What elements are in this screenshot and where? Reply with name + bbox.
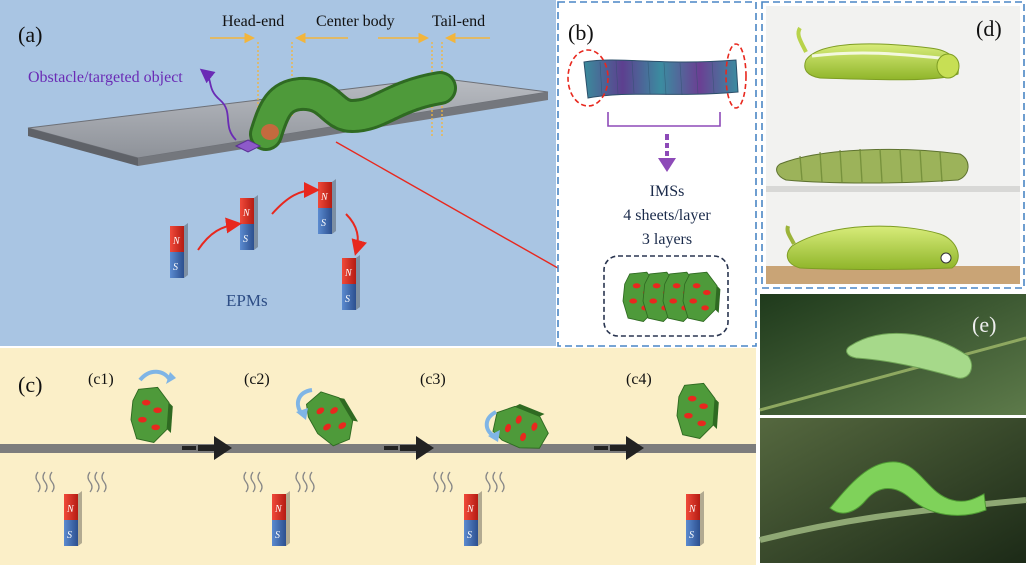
step-c3: (c3): [420, 371, 446, 388]
magnet-north-label: N: [274, 504, 283, 515]
magnet-south-label: S: [345, 294, 350, 305]
magnet-a3: N S: [318, 179, 336, 234]
panel-d-tag: (d): [976, 16, 1002, 41]
soft-robot-body: [249, 71, 457, 151]
caterpillar-photo-3: [766, 225, 1020, 284]
magnet-south-label: S: [689, 530, 694, 541]
magnet-a4: N S: [342, 255, 360, 310]
magnet-south-label: S: [275, 530, 280, 541]
label-imss: IMSs: [650, 183, 685, 200]
magnet-c1: N S: [64, 491, 82, 546]
track: [0, 444, 756, 453]
magnet-north-label: N: [688, 504, 697, 515]
panel-a-tag: (a): [18, 22, 42, 47]
magnet-south-label: S: [243, 234, 248, 245]
panel-b: (b) IMSs 4 sheets/layer 3 layers: [557, 1, 757, 347]
panel-e-tag: (e): [972, 312, 996, 337]
panel-c: (c) (c1) (c2) (c3) (c4): [0, 348, 756, 565]
magnet-c4: N S: [686, 491, 704, 546]
step-c2: (c2): [244, 371, 270, 388]
sheet-stack: [622, 271, 721, 322]
caterpillar-photo-4: [759, 332, 1027, 412]
magnet-north-label: N: [344, 268, 353, 279]
panel-b-tag: (b): [568, 20, 594, 45]
panel-e: (e): [759, 294, 1027, 563]
down-arrow: [658, 134, 676, 172]
label-tail-end: Tail-end: [432, 13, 485, 30]
panel-a: (a) Head-end Center body Tail-end Obstac…: [0, 0, 589, 346]
caterpillar-photo-2: [766, 148, 1020, 192]
obstacle-object: [234, 139, 262, 153]
panel-c-tag: (c): [18, 372, 42, 397]
magnet-north-label: N: [320, 192, 329, 203]
caterpillar-photo-1: [796, 26, 960, 81]
magnet-south-label: S: [173, 262, 178, 273]
magnet-north-label: N: [466, 504, 475, 515]
panel-d: (d): [761, 1, 1025, 289]
magnet-a1: N S: [170, 223, 188, 278]
label-epms: EPMs: [226, 291, 268, 310]
magnet-north-label: N: [172, 236, 181, 247]
magnet-c3: N S: [464, 491, 482, 546]
step-c4: (c4): [626, 371, 652, 388]
magnet-north-label: N: [66, 504, 75, 515]
label-obstacle: Obstacle/targeted object: [28, 69, 183, 86]
label-center-body: Center body: [316, 13, 395, 30]
label-layers: 3 layers: [642, 231, 692, 248]
robot-body-closeup: [583, 59, 739, 99]
label-head-end: Head-end: [222, 13, 284, 30]
step-c1: (c1): [88, 371, 114, 388]
label-sheets-per-layer: 4 sheets/layer: [623, 207, 711, 224]
magnet-a2: N S: [240, 195, 258, 250]
magnet-north-label: N: [242, 208, 251, 219]
step-arrows: [182, 436, 644, 460]
caterpillar-photo-5: [759, 461, 1027, 543]
magnet-south-label: S: [467, 530, 472, 541]
magnet-south-label: S: [67, 530, 72, 541]
magnet-c2: N S: [272, 491, 290, 546]
magnet-south-label: S: [321, 218, 326, 229]
sheet-stack-box: [603, 255, 729, 337]
